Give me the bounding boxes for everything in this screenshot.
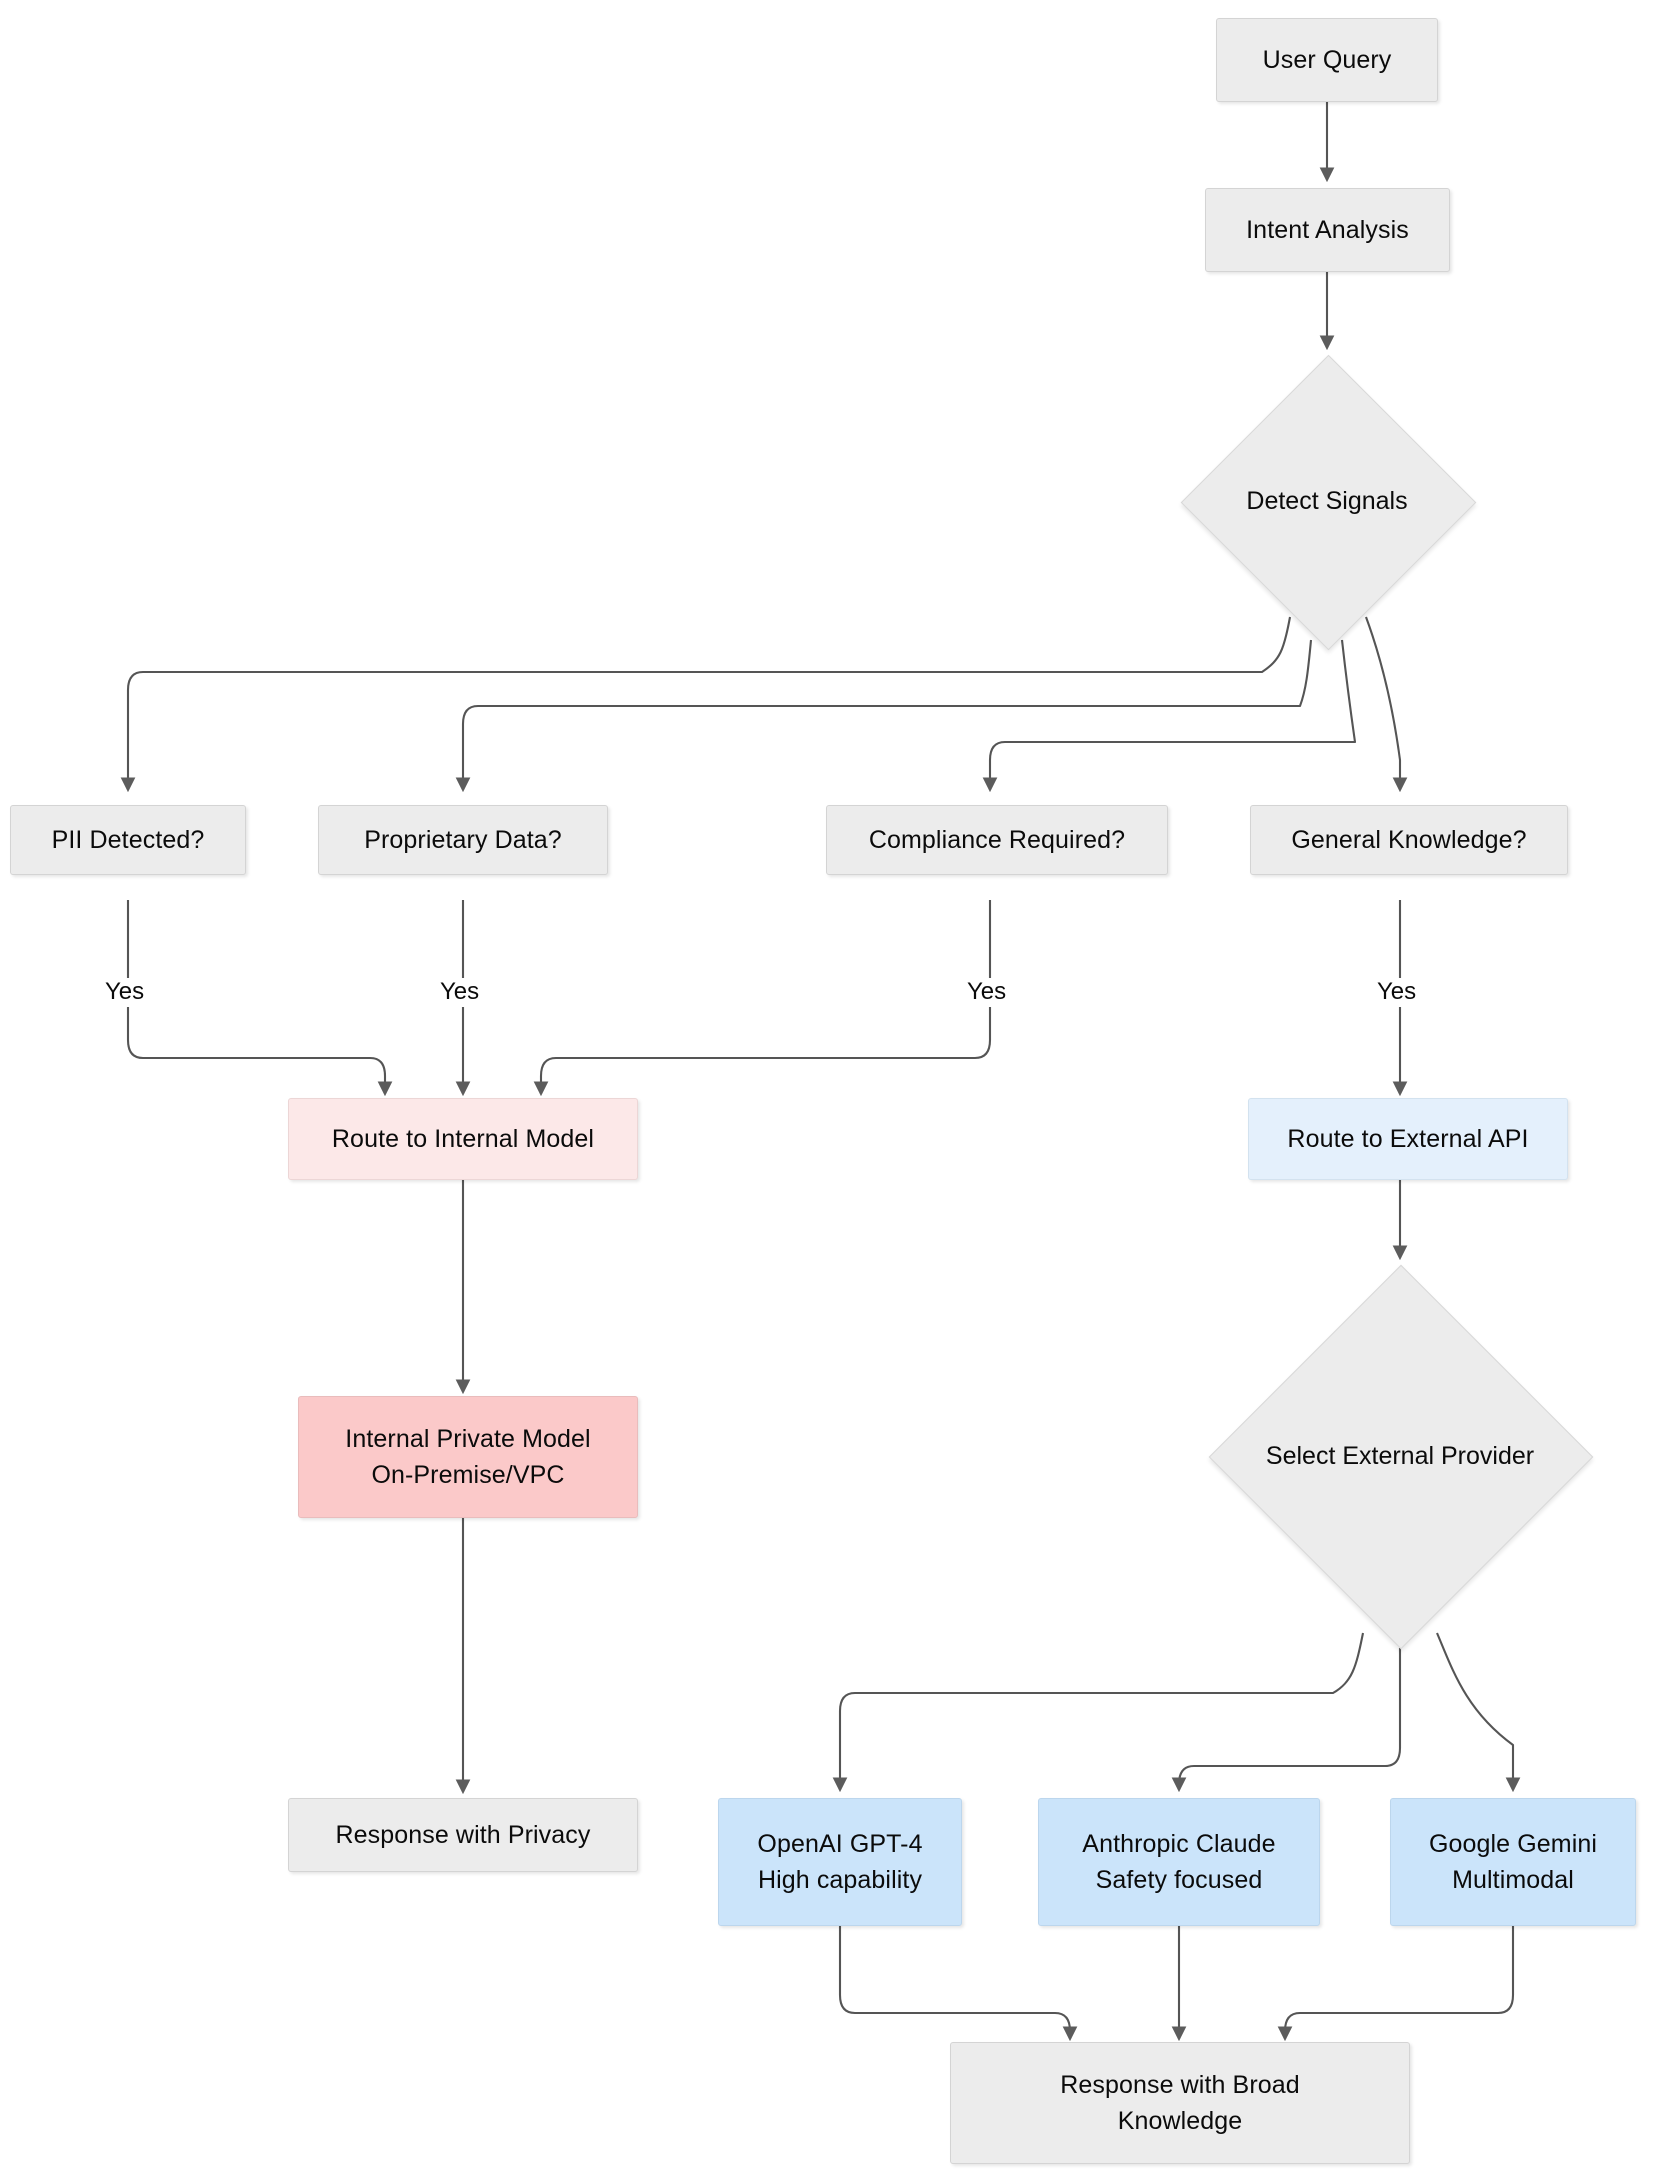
node-select-external-provider[interactable]: Select External Provider — [1200, 1264, 1600, 1650]
edge-compliance-to-route-internal — [533, 900, 992, 1097]
node-intent-analysis-label: Intent Analysis — [1246, 215, 1409, 244]
node-anthropic-claude-line2: Safety focused — [1095, 1866, 1263, 1894]
node-route-external-api-label: Route to External API — [1287, 1124, 1529, 1153]
edge-pii-to-route-internal — [126, 900, 393, 1097]
edge-select-to-openai — [832, 1632, 1365, 1793]
node-response-with-broad-knowledge[interactable]: Response with Broad Knowledge — [950, 2042, 1410, 2164]
node-route-internal-model[interactable]: Route to Internal Model — [288, 1098, 638, 1180]
edge-select-to-gemini — [1436, 1632, 1521, 1793]
node-detect-signals[interactable]: Detect Signals — [1177, 354, 1477, 650]
edge-label-pii-yes: Yes — [100, 978, 150, 1007]
node-response-with-privacy[interactable]: Response with Privacy — [288, 1798, 638, 1872]
node-proprietary-data[interactable]: Proprietary Data? — [318, 805, 608, 875]
node-general-knowledge[interactable]: General Knowledge? — [1250, 805, 1568, 875]
edge-detect-to-proprietary — [455, 639, 1313, 793]
node-google-gemini[interactable]: Google Gemini Multimodal — [1390, 1798, 1636, 1926]
node-route-internal-model-label: Route to Internal Model — [331, 1124, 595, 1153]
node-internal-private-model-line1: Internal Private Model — [345, 1424, 591, 1453]
node-google-gemini-line2: Multimodal — [1452, 1866, 1574, 1894]
node-pii-detected[interactable]: PII Detected? — [10, 805, 246, 875]
edge-detect-to-pii — [120, 616, 1292, 793]
edge-detect-to-compliance — [982, 639, 1357, 793]
node-general-knowledge-label: General Knowledge? — [1291, 825, 1527, 854]
node-internal-private-model[interactable]: Internal Private Model On-Premise/VPC — [298, 1396, 638, 1518]
node-select-external-provider-label: Select External Provider — [1265, 1441, 1535, 1470]
node-anthropic-claude-line1: Anthropic Claude — [1082, 1829, 1276, 1858]
node-openai-gpt4-line2: High capability — [757, 1866, 923, 1894]
edge-label-compliance-yes: Yes — [962, 978, 1012, 1007]
node-google-gemini-line1: Google Gemini — [1428, 1829, 1598, 1858]
node-openai-gpt4-line1: OpenAI GPT-4 — [757, 1829, 923, 1858]
node-user-query-label: User Query — [1262, 45, 1392, 74]
node-intent-analysis[interactable]: Intent Analysis — [1205, 188, 1450, 272]
node-user-query[interactable]: User Query — [1216, 18, 1438, 102]
node-response-with-privacy-label: Response with Privacy — [335, 1820, 591, 1849]
node-response-broad-line1: Response with Broad — [1060, 2070, 1300, 2099]
node-pii-detected-label: PII Detected? — [51, 825, 205, 854]
edge-label-proprietary-yes: Yes — [435, 978, 485, 1007]
node-proprietary-data-label: Proprietary Data? — [364, 825, 562, 854]
node-internal-private-model-line2: On-Premise/VPC — [371, 1461, 565, 1489]
node-anthropic-claude[interactable]: Anthropic Claude Safety focused — [1038, 1798, 1320, 1926]
edge-openai-to-response-broad — [838, 1925, 1078, 2042]
node-compliance-required[interactable]: Compliance Required? — [826, 805, 1168, 875]
edge-select-to-anthropic — [1171, 1648, 1402, 1793]
node-openai-gpt4[interactable]: OpenAI GPT-4 High capability — [718, 1798, 962, 1926]
edge-label-general-yes: Yes — [1372, 978, 1422, 1007]
node-detect-signals-label: Detect Signals — [1246, 486, 1408, 515]
node-route-external-api[interactable]: Route to External API — [1248, 1098, 1568, 1180]
node-compliance-required-label: Compliance Required? — [868, 825, 1126, 854]
edge-gemini-to-response-broad — [1277, 1925, 1515, 2042]
node-response-broad-line2: Knowledge — [1117, 2107, 1243, 2135]
